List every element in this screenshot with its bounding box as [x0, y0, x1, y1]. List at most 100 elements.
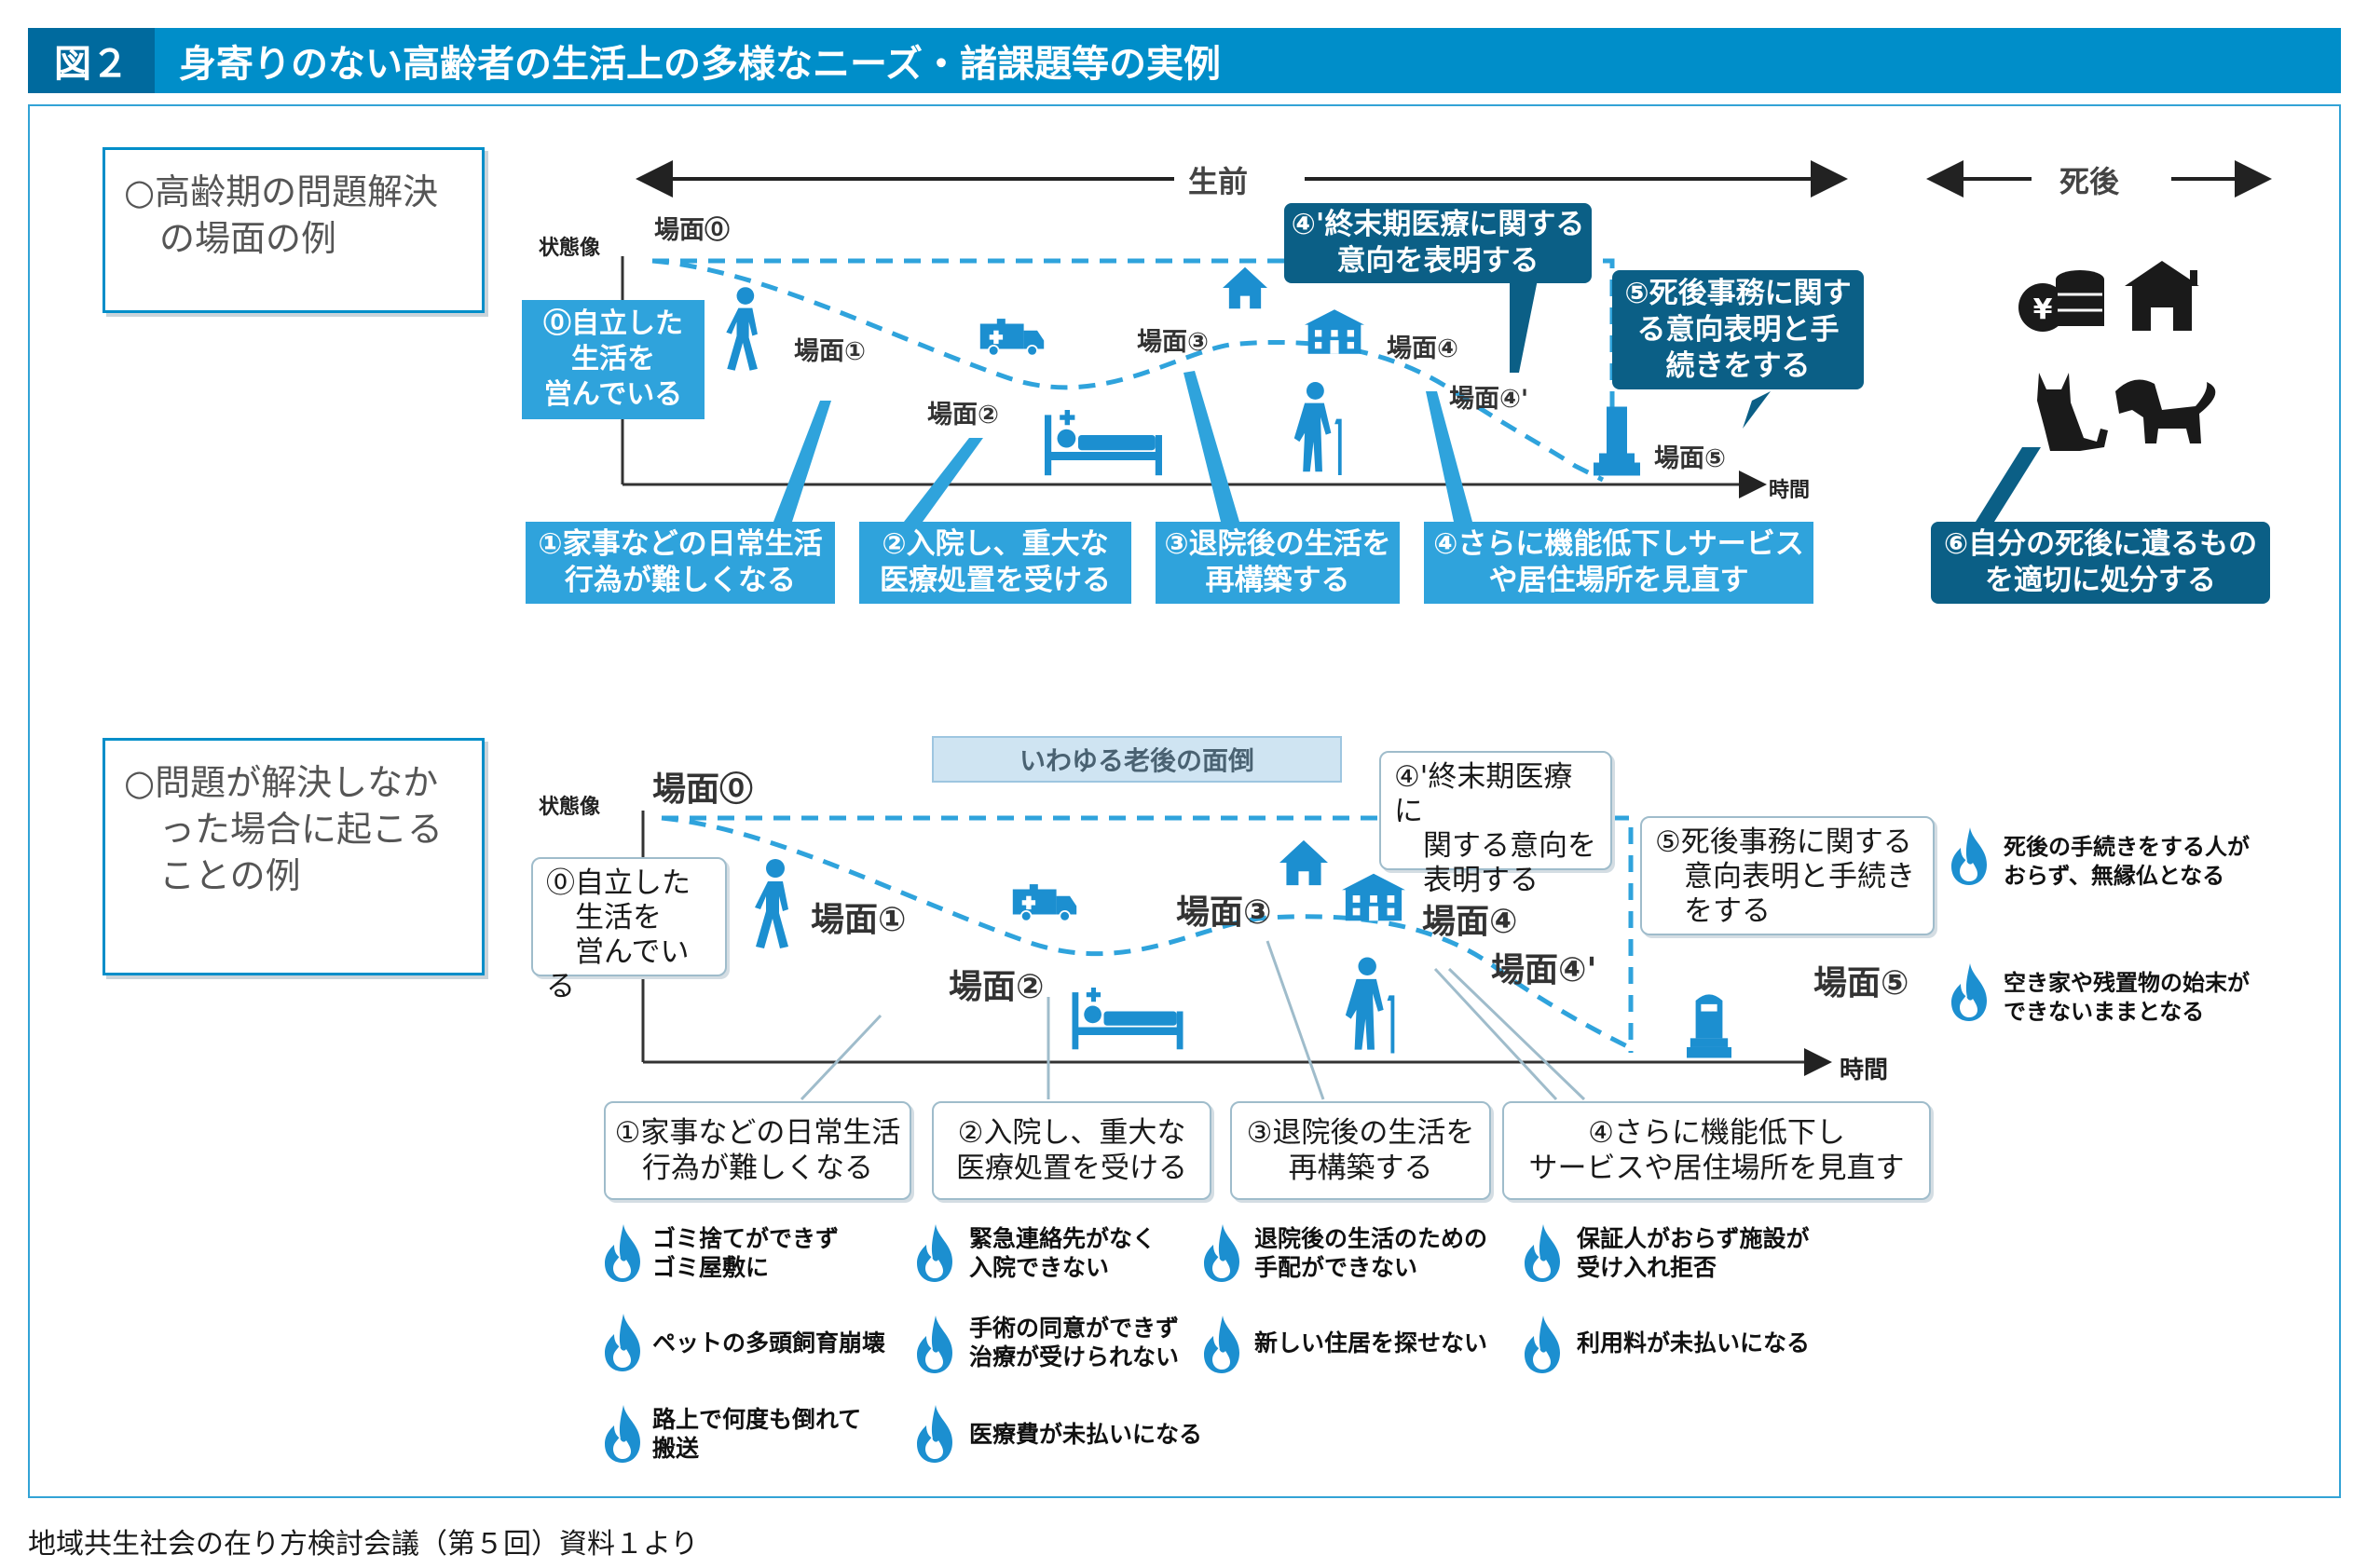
top-box-1: ①家事などの日常生活 行為が難しくなる — [526, 522, 835, 604]
issue-item: 医療費が未払いになる — [969, 1421, 1203, 1448]
issue-item: ゴミ捨てができず ゴミ屋敷に — [652, 1225, 840, 1281]
yen-coins-icon: ¥ — [2018, 270, 2104, 332]
issue-item: 空き家や残置物の始末が できないままとなる — [2004, 970, 2250, 1025]
ambulance-icon — [978, 318, 1046, 357]
issue-item: 利用料が未払いになる — [1577, 1329, 1811, 1357]
issue-item: 保証人がおらず施設が 受け入れ拒否 — [1577, 1225, 1810, 1281]
bottom-scene-4p: 場面④' — [1491, 951, 1597, 989]
bottom-scene-4: 場面④ — [1422, 903, 1518, 941]
issue-item: 死後の手続きをする人が おらず、無縁仏となる — [2004, 834, 2250, 889]
svg-text:¥: ¥ — [2033, 293, 2053, 326]
section-label-top: ○高齢期の問題解決 の場面の例 — [103, 147, 485, 313]
walking-person-icon-2 — [755, 859, 788, 948]
flame-icon — [917, 1224, 952, 1282]
elderly-person-icon-2 — [1345, 957, 1395, 1054]
source-note: 地域共生社会の在り方検討会議（第５回）資料１より — [28, 1528, 699, 1561]
bottom-scene-3: 場面③ — [1176, 893, 1272, 932]
flame-icon — [917, 1405, 952, 1463]
figure-frame — [28, 104, 2341, 1498]
pointer-3 — [1184, 371, 1239, 522]
top-scene-4p: 場面④' — [1449, 385, 1529, 414]
house-icon-after — [2125, 261, 2199, 331]
bottom-scene-2: 場面② — [949, 968, 1045, 1006]
top-scene-2: 場面② — [927, 401, 999, 429]
flame-icon — [917, 1316, 952, 1373]
house-icon — [1223, 266, 1267, 309]
pointer-4p — [1510, 280, 1538, 373]
top-box-4: ④さらに機能低下しサービス や居住場所を見直す — [1424, 522, 1813, 604]
flame-icon — [1204, 1224, 1239, 1282]
bottom-callout-independent-living: ⓪自立した 生活を 営んでいる — [531, 857, 727, 1003]
top-scene-4: 場面④ — [1387, 334, 1458, 363]
hospital-bed-icon-2 — [1072, 988, 1184, 1050]
care-label: いわゆる老後の面倒 — [932, 736, 1342, 783]
top-box-2: ②入院し、重大な 医療処置を受ける — [859, 522, 1131, 604]
ambulance-icon-2 — [1011, 883, 1078, 922]
cat-icon — [2037, 373, 2108, 451]
bottom-baseline-curve — [662, 815, 1634, 1053]
top-x-axis-label: 時間 — [1769, 479, 1811, 502]
issue-item: 緊急連絡先がなく 入院できない — [969, 1225, 1156, 1281]
figure-number: 図２ — [28, 28, 155, 93]
bottom-y-axis-label: 状態像 — [539, 796, 601, 819]
pointer-6 — [1976, 447, 2041, 522]
callout-independent-living: ⓪自立した 生活を 営んでいる — [522, 300, 705, 419]
issue-item: 退院後の生活のための 手配ができない — [1254, 1225, 1488, 1281]
dog-icon — [2115, 379, 2216, 443]
grave-icon-2 — [1687, 994, 1731, 1058]
facility-icon — [1305, 309, 1364, 354]
bottom-pointer-4 — [1433, 967, 1558, 1101]
bottom-box-1: ①家事などの日常生活 行為が難しくなる — [604, 1101, 911, 1200]
hospital-bed-icon — [1045, 410, 1162, 476]
flame-icon — [605, 1405, 640, 1463]
top-scene-1: 場面① — [794, 337, 866, 366]
bottom-scene-0: 場面⓪ — [652, 770, 754, 809]
issue-item: 手術の同意ができず 治療が受けられない — [969, 1315, 1180, 1370]
issue-item: 路上で何度も倒れて 搬送 — [652, 1406, 862, 1462]
bottom-decline-curve — [661, 815, 1633, 1051]
bottom-callout-end-of-life-intent: ④'終末期医療に 関する意向を 表明する — [1379, 751, 1612, 897]
callout-post-death-intent: ⑤死後事務に関す る意向表明と手 続きをする — [1612, 270, 1864, 389]
grave-icon — [1594, 406, 1640, 476]
timeline-before-label: 生前 — [1188, 164, 1249, 199]
top-baseline-curve — [652, 258, 1615, 466]
bottom-box-2: ②入院し、重大な 医療処置を受ける — [932, 1101, 1211, 1200]
figure-title: 身寄りのない高齢者の生活上の多様なニーズ・諸課題等の実例 — [179, 43, 1221, 86]
top-decline-curve — [651, 258, 1605, 483]
top-box-3: ③退院後の生活を 再構築する — [1156, 522, 1400, 604]
bottom-x-axis-label: 時間 — [1840, 1057, 1889, 1084]
flame-icon — [1525, 1316, 1560, 1373]
callout-end-of-life-intent: ④'終末期医療に関する 意向を表明する — [1284, 203, 1592, 283]
flame-icon — [1204, 1316, 1239, 1373]
section-label-bottom: ○問題が解決しなか った場合に起こる ことの例 — [103, 738, 485, 975]
flame-icon — [1951, 963, 1987, 1021]
flame-icon — [1951, 827, 1987, 885]
elderly-person-icon — [1293, 382, 1342, 475]
flame-icon — [1525, 1224, 1560, 1282]
pointer-4 — [1426, 391, 1472, 522]
top-y-axis-label: 状態像 — [539, 237, 601, 260]
top-box-6: ⑥自分の死後に遺るもの を適切に処分する — [1931, 522, 2270, 604]
bottom-scene-1: 場面① — [811, 901, 907, 939]
figure-header-bar — [28, 28, 2341, 93]
pointer-5 — [1743, 391, 1771, 429]
walking-person-icon — [726, 287, 758, 371]
top-scene-0: 場面⓪ — [654, 216, 730, 245]
house-icon-2 — [1279, 839, 1328, 886]
bottom-pointer-1 — [800, 1014, 882, 1101]
bottom-callout-post-death-intent: ⑤死後事務に関する 意向表明と手続き をする — [1640, 816, 1935, 935]
bottom-pointer-4b — [1447, 967, 1586, 1101]
issue-item: 新しい住居を探せない — [1254, 1329, 1488, 1357]
bottom-box-3: ③退院後の生活を 再構築する — [1230, 1101, 1491, 1200]
pointer-1 — [773, 401, 831, 522]
issue-item: ペットの多頭飼育崩壊 — [652, 1329, 886, 1357]
top-scene-3: 場面③ — [1137, 328, 1209, 357]
flame-icon — [605, 1314, 640, 1371]
flame-icon — [605, 1224, 640, 1282]
bottom-pointer-3 — [1266, 940, 1325, 1100]
bottom-box-4: ④さらに機能低下し サービスや居住場所を見直す — [1502, 1101, 1931, 1200]
bottom-scene-5: 場面⑤ — [1813, 964, 1909, 1002]
timeline-after-label: 死後 — [2059, 164, 2120, 199]
pointer-2 — [904, 438, 983, 522]
